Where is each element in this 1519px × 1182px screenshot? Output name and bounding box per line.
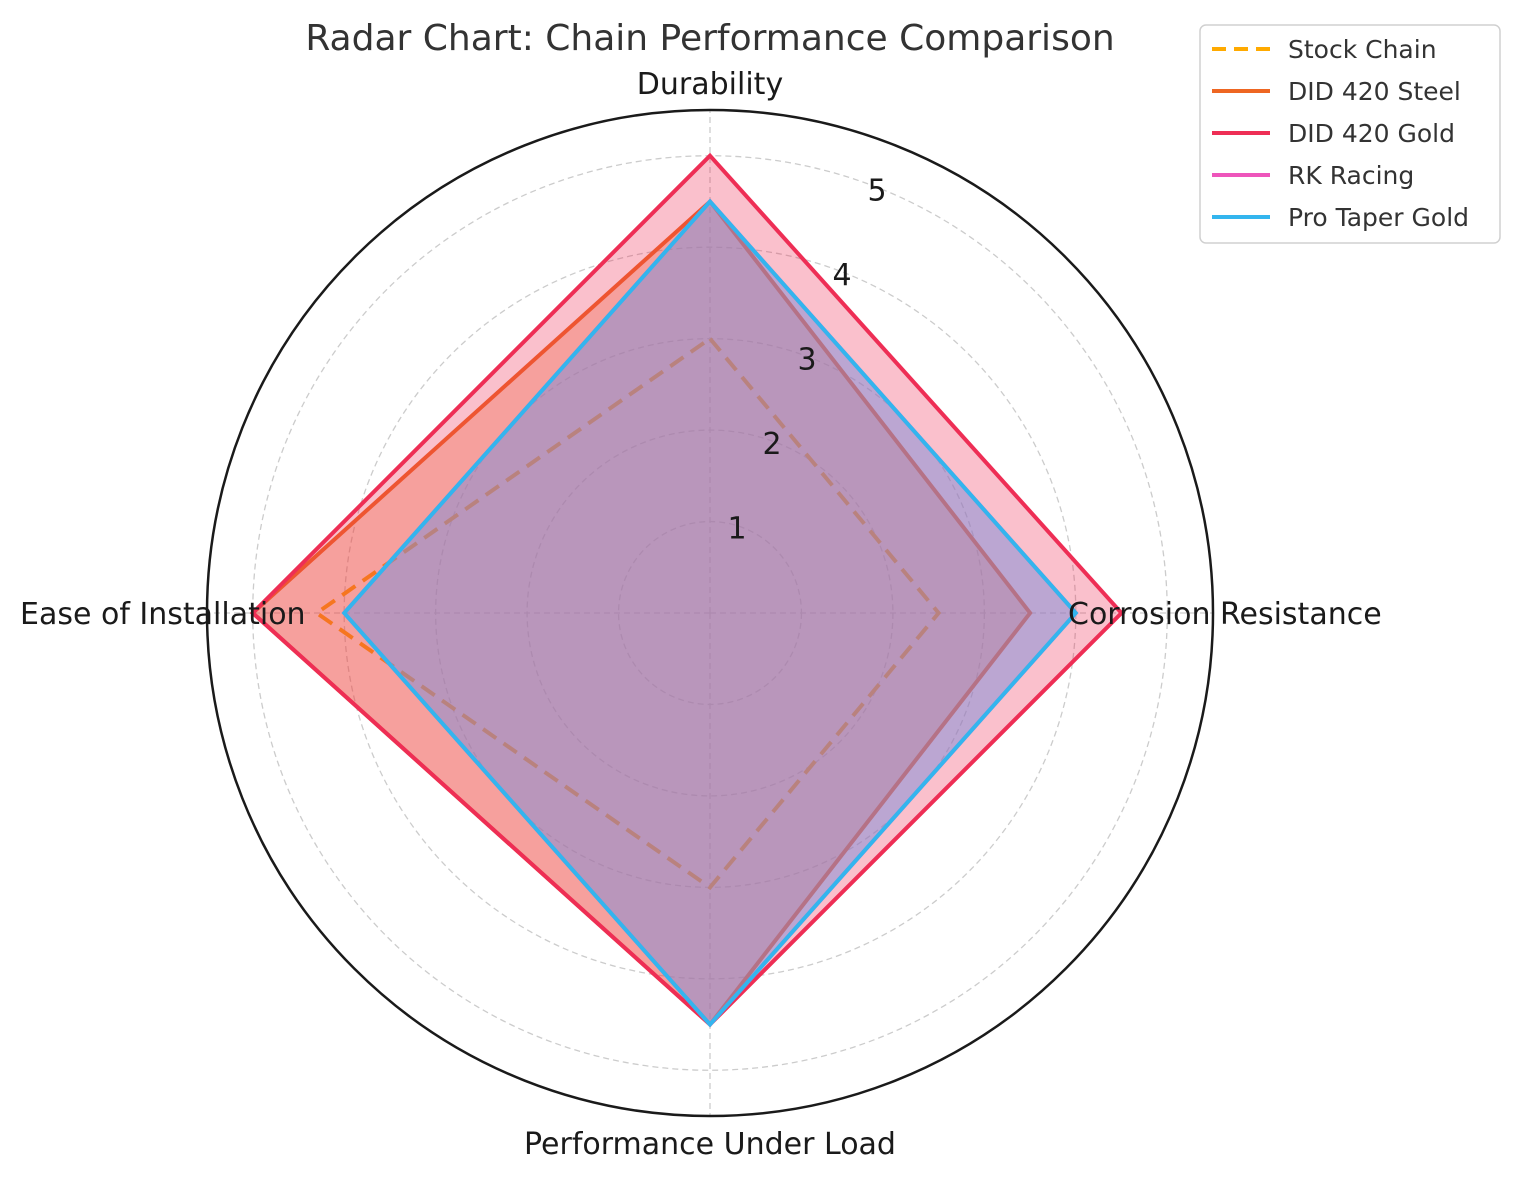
legend-label-did-420-gold: DID 420 Gold bbox=[1288, 119, 1455, 148]
series-fill-pro-taper-gold bbox=[344, 201, 1076, 1025]
legend-label-pro-taper-gold: Pro Taper Gold bbox=[1288, 203, 1469, 232]
chart-title: Radar Chart: Chain Performance Compariso… bbox=[305, 18, 1114, 59]
legend-item-did-420-steel: DID 420 Steel bbox=[1212, 77, 1461, 106]
tick-label-2: 2 bbox=[762, 427, 781, 462]
series-line-stock-chain bbox=[313, 335, 942, 891]
tick-label-1: 1 bbox=[727, 512, 746, 547]
series-stock-chain bbox=[313, 335, 942, 891]
series-line-pro-taper-gold bbox=[341, 198, 1079, 1028]
series-layer bbox=[249, 152, 1125, 1028]
series-fill-did-420-steel bbox=[252, 201, 1031, 1025]
series-pro-taper-gold bbox=[341, 198, 1079, 1028]
legend-label-stock-chain: Stock Chain bbox=[1288, 35, 1437, 64]
legend-label-rk-racing: RK Racing bbox=[1288, 161, 1414, 190]
axis-label-corrosion-resistance: Corrosion Resistance bbox=[1068, 597, 1382, 632]
outer-ring bbox=[205, 108, 1215, 1118]
radial-ticks: 1 2 3 4 5 bbox=[727, 174, 886, 547]
legend-frame bbox=[1199, 24, 1501, 244]
legend-item-pro-taper-gold: Pro Taper Gold bbox=[1212, 203, 1469, 232]
axis-label-durability: Durability bbox=[637, 67, 783, 102]
legend-item-rk-racing: RK Racing bbox=[1212, 161, 1414, 190]
legend-item-did-420-gold: DID 420 Gold bbox=[1212, 119, 1455, 148]
legend-item-stock-chain: Stock Chain bbox=[1212, 35, 1437, 64]
axis-label-performance-under-load: Performance Under Load bbox=[524, 1127, 896, 1162]
grid bbox=[205, 108, 1215, 1118]
legend-label-did-420-steel: DID 420 Steel bbox=[1288, 77, 1461, 106]
tick-label-5: 5 bbox=[867, 174, 886, 209]
tick-label-3: 3 bbox=[797, 343, 816, 378]
axis-label-ease-of-installation: Ease of Installation bbox=[20, 597, 306, 632]
tick-label-4: 4 bbox=[832, 258, 851, 293]
